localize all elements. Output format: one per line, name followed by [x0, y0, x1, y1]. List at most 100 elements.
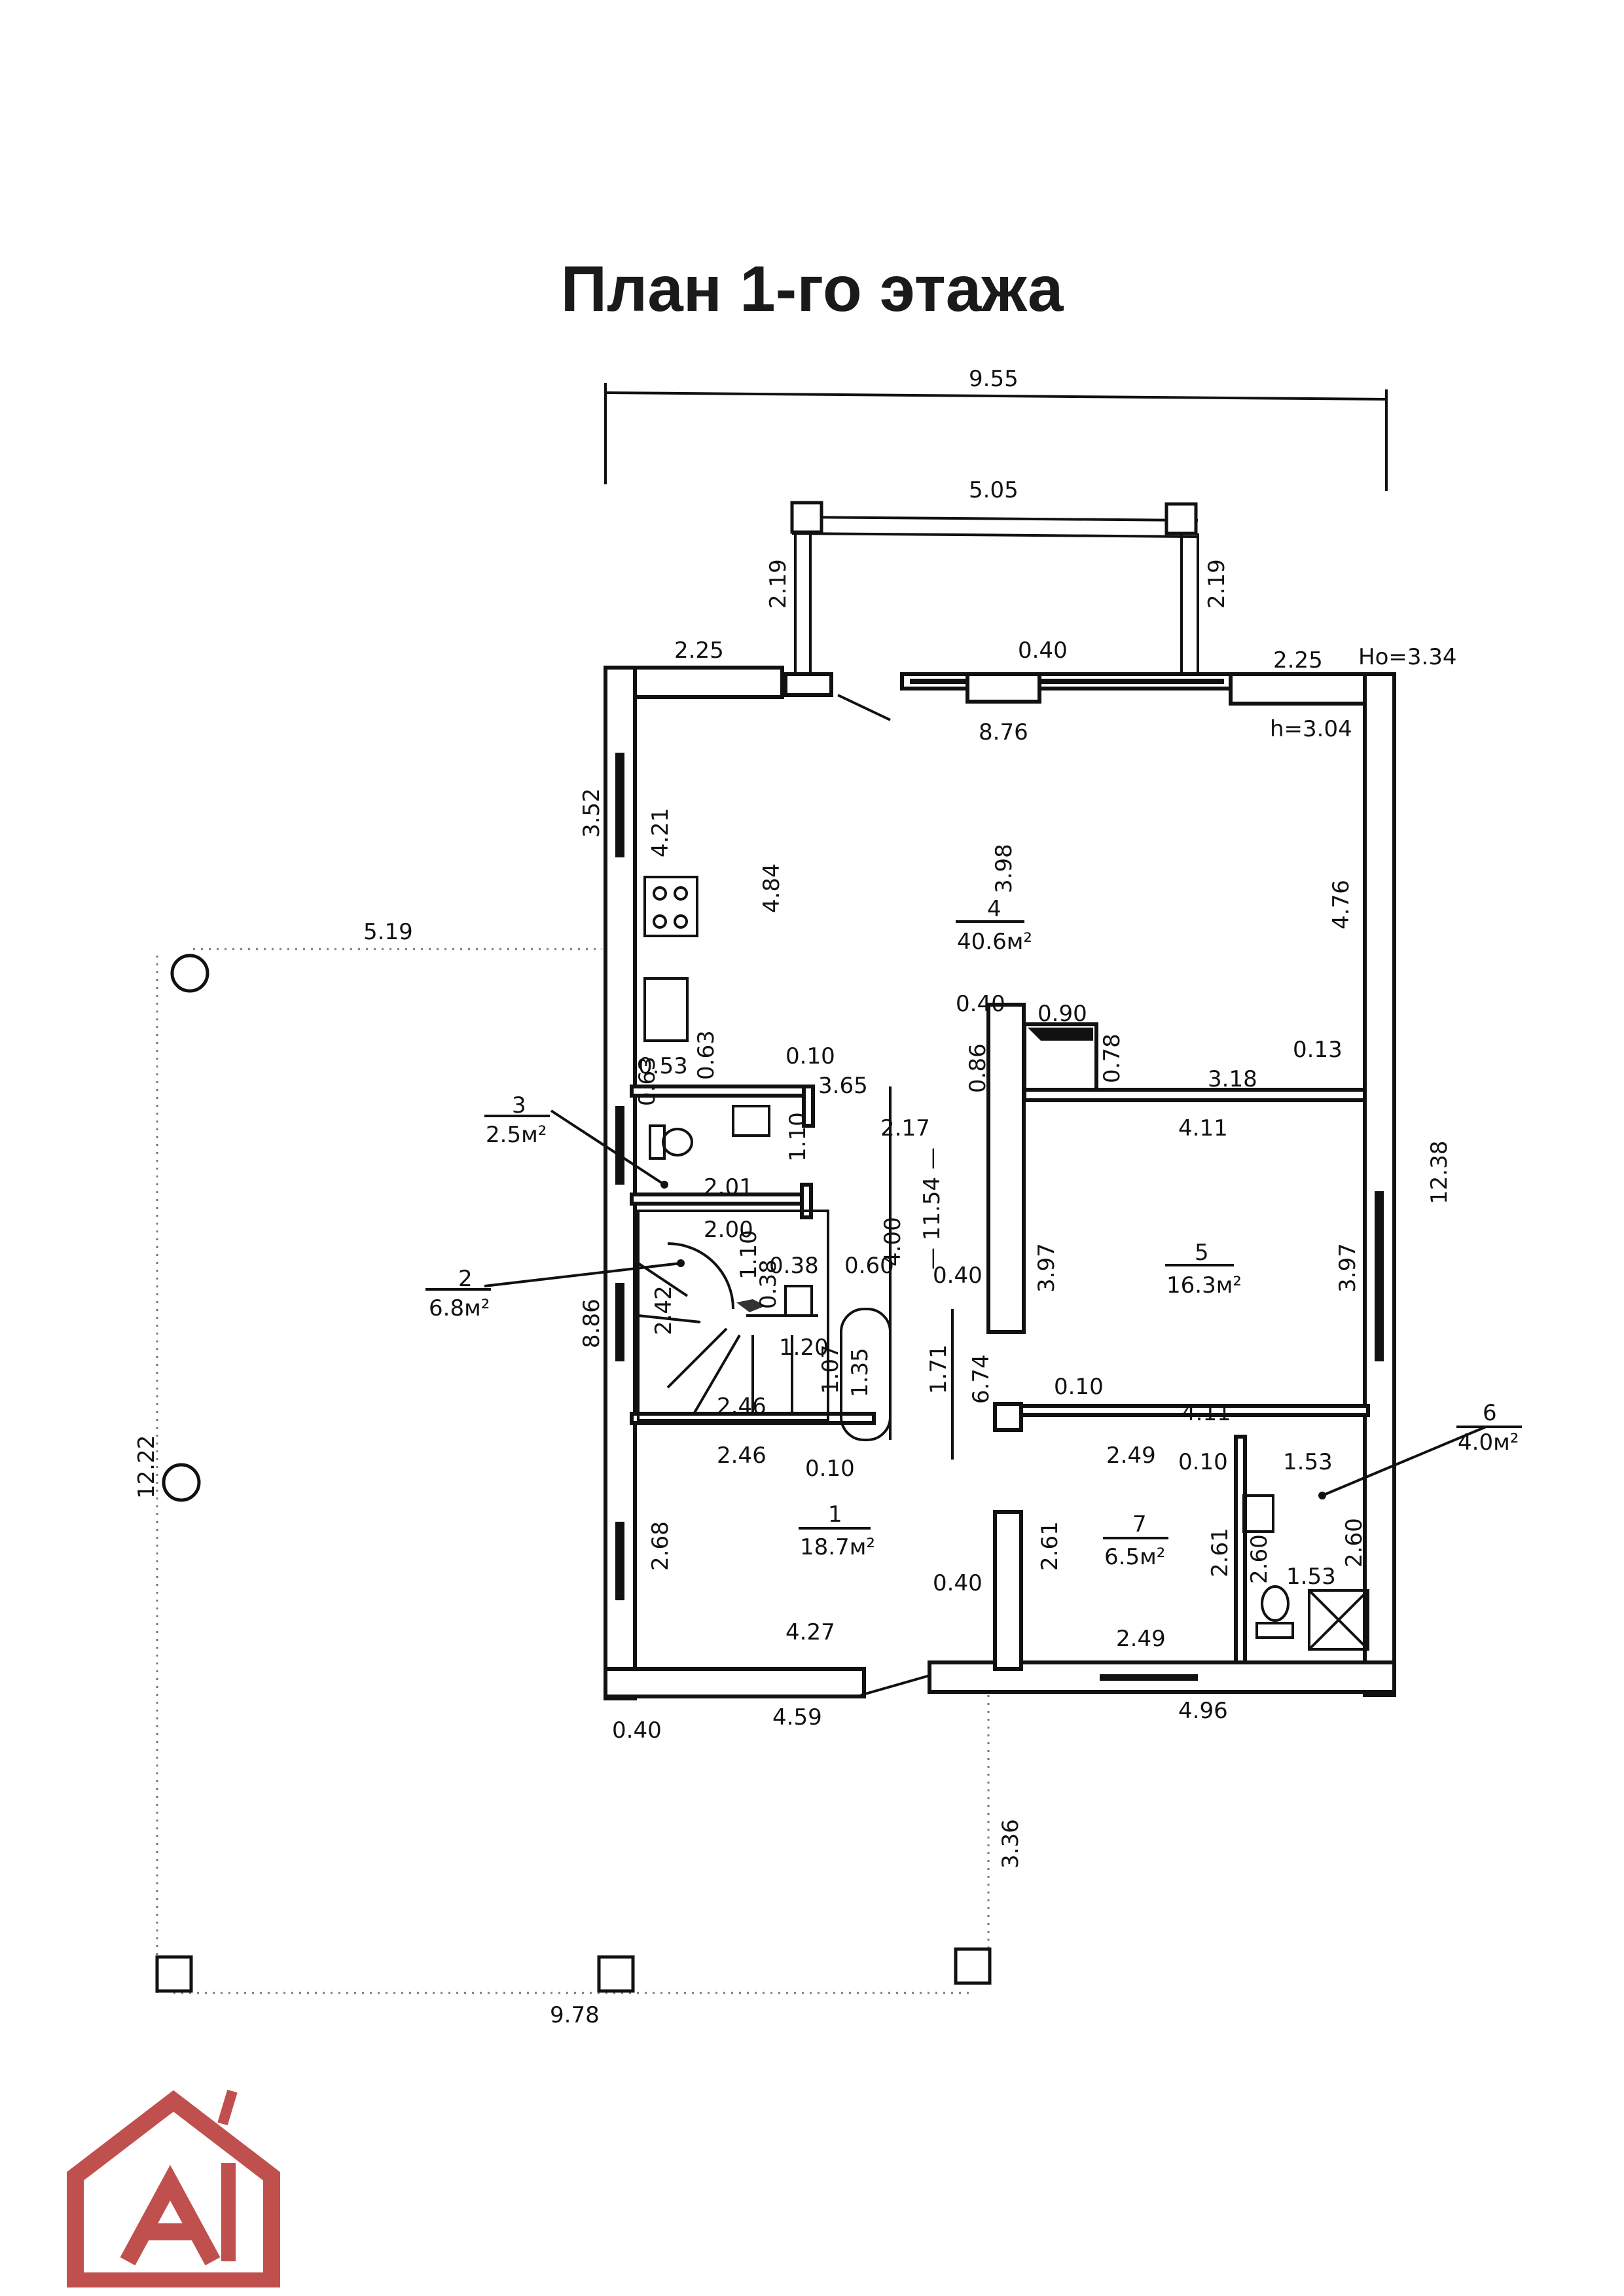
- terrace-column-square: [954, 1947, 992, 1985]
- terrace-column-round: [170, 954, 209, 993]
- dim-label: 1.53: [1286, 1564, 1336, 1590]
- dim-label: 1.10: [736, 1230, 762, 1280]
- dim-label: 0.40: [933, 1263, 983, 1289]
- svg-text:6.5м²: 6.5м²: [1104, 1544, 1165, 1570]
- dim-label: 0.40: [612, 1717, 662, 1744]
- dim-label: 0.10: [1178, 1449, 1228, 1475]
- dim-label: 4.11: [1178, 1115, 1228, 1141]
- room-label-6: 6 4.0м²: [1456, 1400, 1522, 1456]
- dim-label: 2.46: [717, 1393, 767, 1420]
- dim-label: Hо=3.34: [1358, 644, 1457, 670]
- dim-label: 1.35: [847, 1348, 873, 1397]
- svg-text:4: 4: [987, 896, 1001, 922]
- terrace-outline: [155, 948, 992, 1994]
- dim-label: 3.97: [1335, 1243, 1361, 1293]
- dim-label: 0.78: [1099, 1033, 1125, 1083]
- room-label-4: 4 40.6м²: [956, 896, 1032, 955]
- dim-label: 6.74: [968, 1354, 994, 1404]
- room-label-1: 1 18.7м²: [799, 1501, 875, 1560]
- stair-newel: [736, 1299, 766, 1312]
- dim-label: 4.84: [759, 863, 785, 913]
- dim-label: 0.10: [805, 1456, 855, 1482]
- dim-label: 0.40: [956, 991, 1005, 1017]
- dim-label: 2.19: [1204, 559, 1230, 609]
- porch-column: [790, 501, 823, 534]
- dim-label: 2.46: [717, 1443, 767, 1469]
- dim-label: 0.40: [1018, 637, 1068, 664]
- dim-label: 2.25: [1273, 647, 1323, 673]
- dim-label: 2.49: [1116, 1626, 1166, 1652]
- porch: [790, 501, 1199, 677]
- shower-icon: [1308, 1589, 1369, 1651]
- terrace-column-square: [597, 1955, 635, 1993]
- room-label-2: 2 6.8м²: [425, 1266, 491, 1321]
- svg-text:7: 7: [1132, 1511, 1147, 1537]
- dim-label: h=3.04: [1270, 716, 1352, 742]
- dim-label: 5.19: [363, 919, 413, 945]
- room-labels: 1 18.7м² 2 6.8м² 3 2.5м² 4 40.6м² 5: [425, 896, 1522, 1570]
- dim-label: 2.25: [674, 637, 724, 664]
- overall-width-dimension: [604, 383, 1388, 491]
- dim-label: 4.59: [772, 1704, 822, 1731]
- svg-text:4.0м²: 4.0м²: [1458, 1429, 1519, 1456]
- page-title: План 1-го этажа: [560, 253, 1064, 325]
- dim-label: 1.71: [926, 1344, 952, 1394]
- svg-text:5: 5: [1195, 1240, 1209, 1266]
- dim-label: 2.01: [704, 1174, 753, 1200]
- dim-label: 2.42: [651, 1285, 677, 1335]
- dim-label: 2.60: [1246, 1534, 1272, 1584]
- dim-label: 0.38: [769, 1253, 819, 1279]
- dim-label: 12.38: [1426, 1141, 1453, 1204]
- dim-label: 2.19: [765, 559, 791, 609]
- dim-label: 4.21: [647, 808, 674, 857]
- sink-icon: [1242, 1494, 1274, 1533]
- porch-column: [1164, 502, 1198, 535]
- dim-label: 3.98: [991, 844, 1017, 893]
- svg-text:1: 1: [828, 1501, 842, 1528]
- room-label-7: 7 6.5м²: [1103, 1511, 1168, 1570]
- dim-label: 4.27: [785, 1619, 835, 1645]
- svg-text:40.6м²: 40.6м²: [957, 929, 1032, 955]
- exterior-walls: [604, 666, 1396, 1700]
- dim-label: 2.00: [704, 1217, 753, 1243]
- dim-label: — 11.54 —: [919, 1147, 945, 1270]
- dim-label: 3.97: [1034, 1243, 1060, 1293]
- svg-text:18.7м²: 18.7м²: [800, 1534, 875, 1560]
- dim-label: 2.17: [880, 1115, 930, 1141]
- sink-icon: [643, 977, 689, 1042]
- dim-label: 0.63: [693, 1030, 719, 1080]
- dim-label: 9.78: [550, 2002, 600, 2028]
- sink-icon: [732, 1105, 770, 1137]
- sink-icon: [784, 1285, 813, 1317]
- dim-label: 0.90: [1038, 1001, 1087, 1027]
- dim-label: 8.76: [979, 719, 1028, 745]
- dim-label: 2.61: [1037, 1521, 1063, 1571]
- toilet-icon: [1255, 1585, 1294, 1639]
- dim-label: 0.10: [785, 1043, 835, 1069]
- dim-label: 3.52: [579, 788, 605, 838]
- dim-label: 4.76: [1328, 880, 1354, 929]
- dim-label: 2.49: [1106, 1443, 1156, 1469]
- leader-lines: [484, 1086, 1487, 1696]
- svg-text:6.8м²: 6.8м²: [429, 1295, 490, 1321]
- dim-label: 1.53: [1283, 1449, 1333, 1475]
- svg-text:6: 6: [1483, 1400, 1497, 1426]
- interior-walls: [630, 1003, 1370, 1671]
- terrace-column-square: [155, 1955, 193, 1993]
- dim-label: 0.86: [965, 1043, 991, 1093]
- dim-label: 1.07: [818, 1344, 844, 1394]
- dim-label: 0.38: [755, 1259, 782, 1309]
- svg-text:2: 2: [458, 1266, 473, 1292]
- dim-label: 5.05: [969, 477, 1019, 503]
- dim-label: 4.96: [1178, 1698, 1228, 1724]
- room-label-3: 3 2.5м²: [484, 1092, 550, 1148]
- dim-label: 2.60: [1341, 1518, 1367, 1568]
- dim-label: 0.10: [1054, 1374, 1104, 1400]
- dim-label: 9.55: [969, 366, 1019, 392]
- dim-label: 1.10: [785, 1112, 811, 1162]
- room-label-5: 5 16.3м²: [1165, 1240, 1242, 1299]
- logo-house-icon: [67, 2089, 280, 2287]
- dim-label: 0.13: [1293, 1037, 1343, 1063]
